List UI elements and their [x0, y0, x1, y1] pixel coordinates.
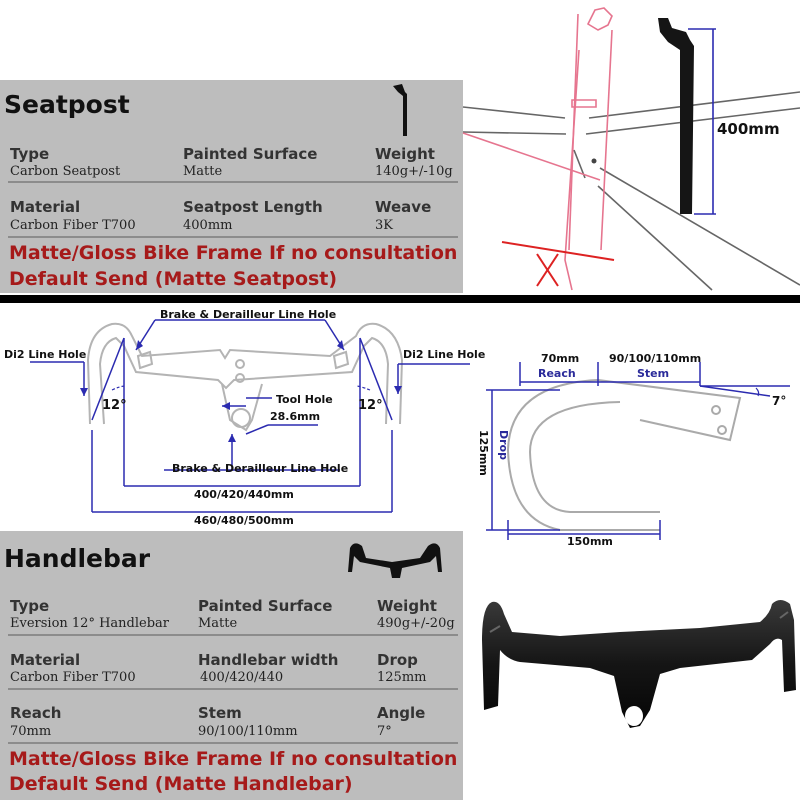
seatpost-row-divider-2	[8, 236, 458, 238]
seatpost-surface-value: Matte	[183, 164, 223, 179]
handlebar-type-label: Type	[10, 597, 50, 615]
handlebar-row-divider-2	[8, 688, 458, 690]
reach-value-label: 70mm	[541, 352, 580, 365]
seatpost-warning-line2: Default Send (Matte Seatpost)	[9, 268, 338, 290]
reach-label: Reach	[538, 367, 576, 380]
tool-hole-label: Tool Hole	[276, 393, 333, 406]
di2-right-label: Di2 Line Hole	[403, 348, 486, 361]
seatpost-title: Seatpost	[4, 90, 130, 119]
stem-angle-label: 7°	[772, 394, 787, 408]
handlebar-reach-label: Reach	[10, 704, 62, 722]
brake-line-hole-bottom-label: Brake & Derailleur Line Hole	[172, 462, 349, 475]
handlebar-weight-label: Weight	[377, 597, 437, 615]
handlebar-drop-label: Drop	[377, 651, 418, 669]
handlebar-drop-value: 125mm	[377, 670, 427, 685]
di2-left-label: Di2 Line Hole	[4, 348, 87, 361]
seatpost-weight-value: 140g+/-10g	[375, 164, 453, 179]
seatpost-spec-panel	[0, 80, 463, 293]
seatpost-surface-label: Painted Surface	[183, 145, 318, 163]
handlebar-reach-value: 70mm	[10, 724, 52, 739]
seatpost-row-divider	[8, 181, 458, 183]
seatpost-weave-value: 3K	[375, 218, 393, 233]
drop-value-label: 125mm	[477, 430, 490, 476]
handlebar-angle-label: Angle	[377, 704, 426, 722]
handlebar-row-divider-1	[8, 634, 458, 636]
brake-line-hole-top-label: Brake & Derailleur Line Hole	[160, 308, 337, 321]
flare-angle-right-label: 12°	[358, 398, 383, 413]
seatpost-length-value: 400mm	[183, 218, 233, 233]
seatpost-weight-label: Weight	[375, 145, 435, 163]
tool-hole-size-label: 28.6mm	[270, 410, 321, 423]
seatpost-weave-label: Weave	[375, 198, 432, 216]
stem-value-label: 90/100/110mm	[609, 352, 702, 365]
handlebar-warning-line2: Default Send (Matte Handlebar)	[9, 773, 353, 795]
handlebar-weight-value: 490g+/-20g	[377, 616, 455, 631]
inner-width-label: 400/420/440mm	[194, 488, 294, 501]
drop-label: Drop	[497, 430, 510, 460]
flare-angle-left-label: 12°	[102, 398, 127, 413]
seatpost-length-dimension: 400mm	[717, 120, 780, 138]
handlebar-width-label: Handlebar width	[198, 651, 339, 669]
profile-width-label: 150mm	[567, 535, 613, 548]
handlebar-type-value: Eversion 12° Handlebar	[10, 616, 169, 631]
seatpost-type-value: Carbon Seatpost	[10, 164, 121, 179]
seatpost-length-label: Seatpost Length	[183, 198, 323, 216]
stem-label: Stem	[637, 367, 670, 380]
handlebar-stem-label: Stem	[198, 704, 242, 722]
handlebar-surface-label: Painted Surface	[198, 597, 333, 615]
handlebar-angle-value: 7°	[377, 724, 392, 739]
handlebar-warning-line1: Matte/Gloss Bike Frame If no consultatio…	[9, 748, 458, 770]
handlebar-stem-value: 90/100/110mm	[198, 724, 298, 739]
handlebar-width-value: 400/420/440	[200, 670, 284, 685]
outer-width-label: 460/480/500mm	[194, 514, 294, 527]
seatpost-warning-line1: Matte/Gloss Bike Frame If no consultatio…	[9, 242, 458, 264]
seatpost-material-value: Carbon Fiber T700	[10, 218, 136, 233]
handlebar-row-divider-3	[8, 742, 458, 744]
handlebar-title: Handlebar	[4, 544, 151, 573]
handlebar-material-label: Material	[10, 651, 81, 669]
seatpost-type-label: Type	[10, 145, 50, 163]
handlebar-material-value: Carbon Fiber T700	[10, 670, 136, 685]
handlebar-surface-value: Matte	[198, 616, 238, 631]
section-separator	[0, 295, 800, 303]
seatpost-material-label: Material	[10, 198, 81, 216]
